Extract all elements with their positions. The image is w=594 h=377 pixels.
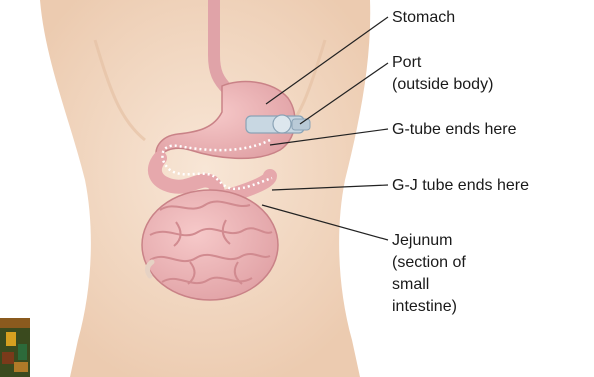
thumbnail-fragment [0,318,30,377]
label-jejunum: Jejunum [392,231,452,251]
label-port-note: (outside body) [392,75,493,95]
label-port: Port [392,53,421,73]
label-jejunum-line4: intestine) [392,297,457,317]
label-jejunum-line2: (section of [392,253,466,273]
label-jejunum-line3: small [392,275,429,295]
label-gjtube: G-J tube ends here [392,176,529,196]
label-gtube: G-tube ends here [392,120,517,140]
label-stomach: Stomach [392,8,455,28]
small-intestine [142,190,278,300]
